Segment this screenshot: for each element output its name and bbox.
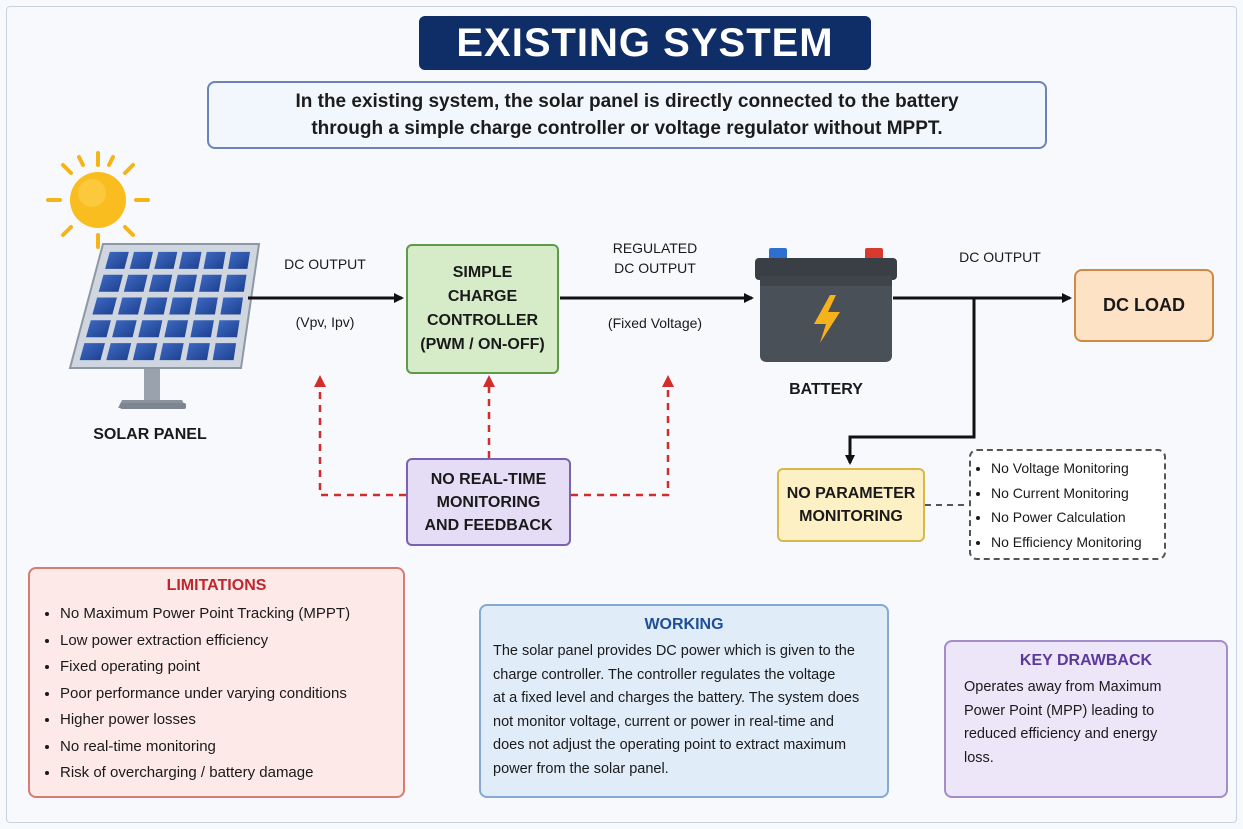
battery-icon (755, 248, 897, 362)
controller-line-4: (PWM / ON-OFF) (420, 336, 545, 353)
solar-cell (129, 251, 153, 269)
intro-box: In the existing system, the solar panel … (207, 81, 1047, 149)
working-line: not monitor voltage, current or power in… (493, 713, 834, 730)
key-drawback-line: Power Point (MPP) leading to (964, 702, 1155, 719)
controller-line-3: CONTROLLER (426, 312, 539, 329)
solar-cell (106, 343, 132, 361)
sun-icon (46, 151, 150, 249)
working-line: The solar panel provides DC power which … (493, 643, 855, 659)
solar-cell (79, 343, 105, 361)
parameter-list-item: No Power Calculation (991, 505, 1156, 530)
solar-cell (105, 251, 129, 269)
no-parameter-line-2: MONITORING (799, 508, 903, 525)
parameter-list-item: No Voltage Monitoring (991, 456, 1156, 481)
limitation-item: Higher power losses (60, 707, 391, 734)
charge-controller-box: SIMPLE CHARGE CONTROLLER (PWM / ON-OFF) (406, 244, 559, 374)
arrow-to-parameter-monitoring (845, 298, 976, 465)
solar-cell (143, 297, 168, 315)
limitation-item: Fixed operating point (60, 654, 391, 681)
link1-top-label: DC OUTPUT (284, 256, 366, 272)
no-monitoring-line-3: AND FEEDBACK (424, 516, 553, 534)
solar-cell (98, 274, 123, 292)
solar-cell (132, 343, 158, 361)
link2-top-line-2: DC OUTPUT (614, 260, 696, 276)
solar-cell (212, 343, 237, 361)
working-line: does not adjust the operating point to e… (493, 737, 847, 753)
limitation-item: No real-time monitoring (60, 734, 391, 761)
solar-cell (148, 274, 173, 292)
solar-cell (159, 343, 184, 361)
working-title: WORKING (644, 616, 724, 633)
solar-cell (190, 320, 214, 338)
limitation-item: No Maximum Power Point Tracking (MPPT) (60, 601, 391, 628)
solar-cell (169, 297, 193, 315)
battery-label: BATTERY (789, 381, 863, 398)
solar-cell (112, 320, 137, 338)
limitation-item: Risk of overcharging / battery damage (60, 760, 391, 787)
solar-panel-icon (68, 243, 261, 409)
solar-cell (123, 274, 148, 292)
solar-panel-label: SOLAR PANEL (93, 426, 207, 443)
controller-line-1: SIMPLE (452, 264, 513, 281)
outer-frame (6, 6, 1237, 823)
link1-bottom-label: (Vpv, Ipv) (295, 314, 355, 330)
intro-line-2: through a simple charge controller or vo… (311, 118, 943, 139)
solar-cell (216, 320, 240, 338)
solar-cell (178, 251, 202, 269)
link2-top-line-1: REGULATED (612, 240, 698, 256)
working-line: at a fixed level and charges the battery… (493, 690, 860, 706)
key-drawback-line: Operates away from Maximum (964, 679, 1162, 695)
intro-line-1: In the existing system, the solar panel … (295, 91, 959, 112)
solar-cell (174, 274, 197, 292)
solar-cell (203, 251, 226, 269)
working-line: power from the solar panel. (493, 760, 669, 777)
key-drawback-line: loss. (964, 749, 994, 766)
solar-cell (194, 297, 218, 315)
no-monitoring-box: NO REAL-TIME MONITORING AND FEEDBACK (406, 458, 571, 546)
parameter-list-box: No Voltage Monitoring No Current Monitor… (969, 449, 1166, 560)
key-drawback-line: reduced efficiency and energy (964, 726, 1158, 742)
solar-cell (86, 320, 111, 338)
limitations-panel: LIMITATIONS No Maximum Power Point Track… (28, 567, 405, 798)
no-parameter-line-1: NO PARAMETER (786, 485, 916, 502)
feedback-arrows (314, 375, 674, 497)
link2-top-label: REGULATED DC OUTPUT (580, 238, 730, 278)
no-monitoring-line-1: NO REAL-TIME (430, 470, 547, 488)
link3-top-label: DC OUTPUT (959, 249, 1041, 265)
no-parameter-monitoring-box: NO PARAMETER MONITORING (777, 468, 925, 542)
page-title: EXISTING SYSTEM (419, 16, 871, 70)
parameter-list-item: No Current Monitoring (991, 481, 1156, 506)
link2-bottom-label: (Fixed Voltage) (607, 315, 703, 331)
solar-cell (228, 251, 250, 269)
solar-cell (92, 297, 117, 315)
solar-cell (199, 274, 222, 292)
key-drawback-title: KEY DRAWBACK (1019, 652, 1153, 669)
limitations-title: LIMITATIONS (166, 577, 267, 594)
solar-cell (224, 274, 247, 292)
key-drawback-panel: KEY DRAWBACK Operates away from Maximum … (944, 640, 1228, 798)
solar-cell (138, 320, 163, 338)
solar-cell (118, 297, 143, 315)
dc-load-box: DC LOAD (1074, 269, 1214, 342)
solar-cell (220, 297, 243, 315)
solar-cell (164, 320, 189, 338)
solar-cell (154, 251, 178, 269)
no-monitoring-line-2: MONITORING (436, 493, 541, 511)
limitation-item: Poor performance under varying condition… (60, 681, 391, 708)
limitation-item: Low power extraction efficiency (60, 628, 391, 655)
working-line: charge controller. The controller regula… (493, 666, 836, 683)
solar-cell (186, 343, 210, 361)
parameter-list-item: No Efficiency Monitoring (991, 530, 1156, 555)
controller-line-2: CHARGE (447, 288, 518, 305)
working-panel: WORKING The solar panel provides DC powe… (479, 604, 889, 798)
